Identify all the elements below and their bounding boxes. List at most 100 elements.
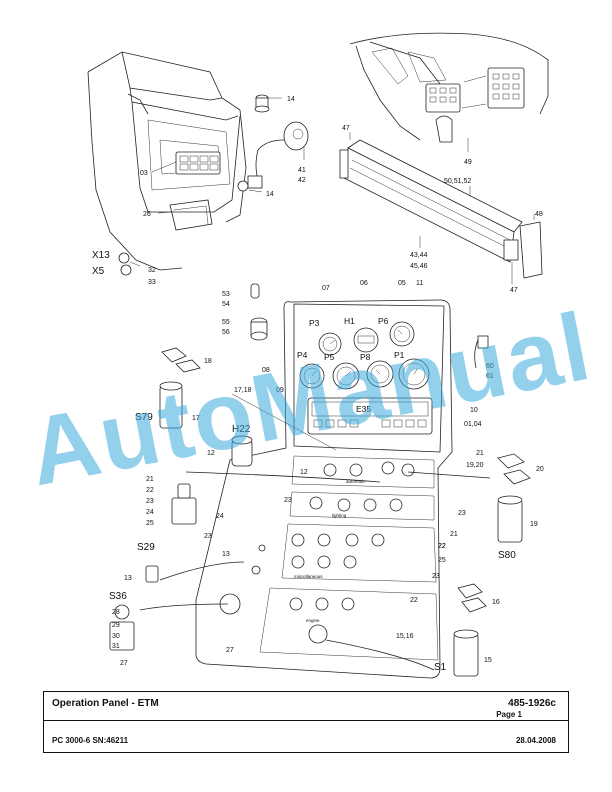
callout-22-b: 22 — [438, 543, 446, 550]
page-number: Page 1 — [496, 710, 522, 719]
callout-33: 33 — [148, 279, 156, 286]
callout-23-e: 23 — [432, 573, 440, 580]
callout-27-b: 27 — [226, 647, 234, 654]
callout-24-b: 24 — [216, 513, 224, 520]
callout-26: 26 — [143, 211, 151, 218]
callout-45-46: 45,46 — [410, 263, 428, 270]
callout-47-a: 47 — [342, 125, 350, 132]
label-s36: S36 — [109, 591, 127, 602]
label-s29: S29 — [137, 542, 155, 553]
label-gauge-p6: P6 — [378, 316, 389, 326]
callout-22-a: 22 — [146, 487, 154, 494]
document-date: 28.04.2008 — [515, 736, 556, 745]
document-title: Operation Panel - ETM — [52, 698, 159, 709]
callout-55: 55 — [222, 319, 230, 326]
callout-14-a: 14 — [287, 96, 295, 103]
caption-engine: engine — [306, 618, 320, 623]
loose-parts-right — [139, 335, 531, 677]
parts-drawing: X13 X5 S79 H22 S29 S36 S80 S1 P3 H1 P6 P… — [87, 32, 549, 679]
label-s1: S1 — [434, 662, 447, 673]
callout-13-a: 13 — [222, 551, 230, 558]
callout-13-b: 13 — [124, 575, 132, 582]
callout-09: 09 — [276, 387, 284, 394]
callout-32: 32 — [148, 267, 156, 274]
callout-25-b: 25 — [438, 557, 446, 564]
callout-54: 54 — [222, 301, 230, 308]
callout-23-d: 23 — [204, 533, 212, 540]
label-gauge-p5: P5 — [324, 352, 335, 362]
gauge-P5 — [332, 362, 360, 390]
callout-01-04: 01,04 — [464, 421, 482, 428]
cab-switch-grid — [429, 73, 520, 103]
callout-25-a: 25 — [146, 520, 154, 527]
label-x13: X13 — [92, 250, 110, 261]
gauge-P8 — [366, 360, 394, 388]
callout-22-d: 22 — [410, 597, 418, 604]
callout-15-16: 15,16 — [396, 633, 414, 640]
label-gauge-p3: P3 — [309, 318, 320, 328]
title-block: Operation Panel - ETM 485-1926c Page 1 P… — [43, 691, 569, 753]
callout-56: 56 — [222, 329, 230, 336]
caption-automatic: automatic — [346, 479, 366, 484]
console-housing — [87, 51, 309, 276]
callout-61: 61 — [486, 373, 494, 380]
callout-20: 20 — [536, 466, 544, 473]
callout-50-51-52: 50,51,52 — [444, 178, 471, 185]
callout-16: 16 — [492, 599, 500, 606]
callout-07: 07 — [322, 285, 330, 292]
label-gauge-p4: P4 — [297, 350, 308, 360]
callout-21-b: 21 — [476, 450, 484, 457]
gauge-P1 — [398, 358, 430, 390]
callout-29: 29 — [112, 622, 120, 629]
label-s79: S79 — [135, 412, 153, 423]
callout-17: 17 — [192, 415, 200, 422]
label-display-e35: E35 — [356, 404, 371, 414]
callout-05: 05 — [398, 280, 406, 287]
callout-49: 49 — [464, 159, 472, 166]
callout-48: 48 — [535, 211, 543, 218]
callout-60: 60 — [486, 363, 494, 370]
callout-17-18-a: 17,18 — [234, 387, 252, 394]
document-number: 485-1926c — [508, 698, 556, 709]
loose-parts-left — [109, 283, 337, 651]
callout-19: 19 — [530, 521, 538, 528]
caption-lighting: lighting — [332, 513, 347, 518]
machine-model: PC 3000-6 SN:46211 — [52, 736, 129, 745]
label-s80: S80 — [498, 550, 516, 561]
callout-15: 15 — [484, 657, 492, 664]
callout-28: 28 — [112, 609, 120, 616]
gauge-P3 — [318, 332, 342, 356]
display-E35 — [307, 397, 433, 435]
callout-31: 31 — [112, 643, 120, 650]
callout-11: 11 — [416, 280, 423, 287]
label-x5: X5 — [92, 266, 105, 277]
caption-miscellaneous: miscellaneous — [294, 574, 323, 579]
callout-47-b: 47 — [510, 287, 518, 294]
cab-overview — [339, 32, 549, 284]
callout-27-a: 27 — [120, 660, 128, 667]
callout-12-a: 12 — [207, 450, 215, 457]
callout-30: 30 — [112, 633, 120, 640]
callout-06: 06 — [360, 280, 368, 287]
callout-24-a: 24 — [146, 509, 154, 516]
callout-43-44: 43,44 — [410, 252, 428, 259]
callout-14-b: 14 — [266, 191, 274, 198]
callout-23-c: 23 — [458, 510, 466, 517]
label-gauge-p8: P8 — [360, 352, 371, 362]
label-gauge-p1: P1 — [394, 350, 405, 360]
callout-53: 53 — [222, 291, 230, 298]
callout-22-c: 22 — [438, 543, 446, 550]
callout-21-c: 21 — [450, 531, 458, 538]
gauge-P6 — [389, 321, 415, 347]
callout-18: 18 — [204, 358, 212, 365]
callout-03: 03 — [140, 170, 148, 177]
callout-42: 42 — [298, 177, 306, 184]
callout-41: 41 — [298, 167, 306, 174]
label-gauge-h1: H1 — [344, 316, 355, 326]
callout-21-a: 21 — [146, 476, 154, 483]
gauge-P4 — [299, 363, 325, 389]
callout-12-b: 12 — [300, 469, 308, 476]
title-block-divider — [44, 720, 568, 721]
drawing-labels: X13 X5 S79 H22 S29 S36 S80 S1 P3 H1 P6 P… — [92, 96, 544, 673]
callout-10: 10 — [470, 407, 478, 414]
